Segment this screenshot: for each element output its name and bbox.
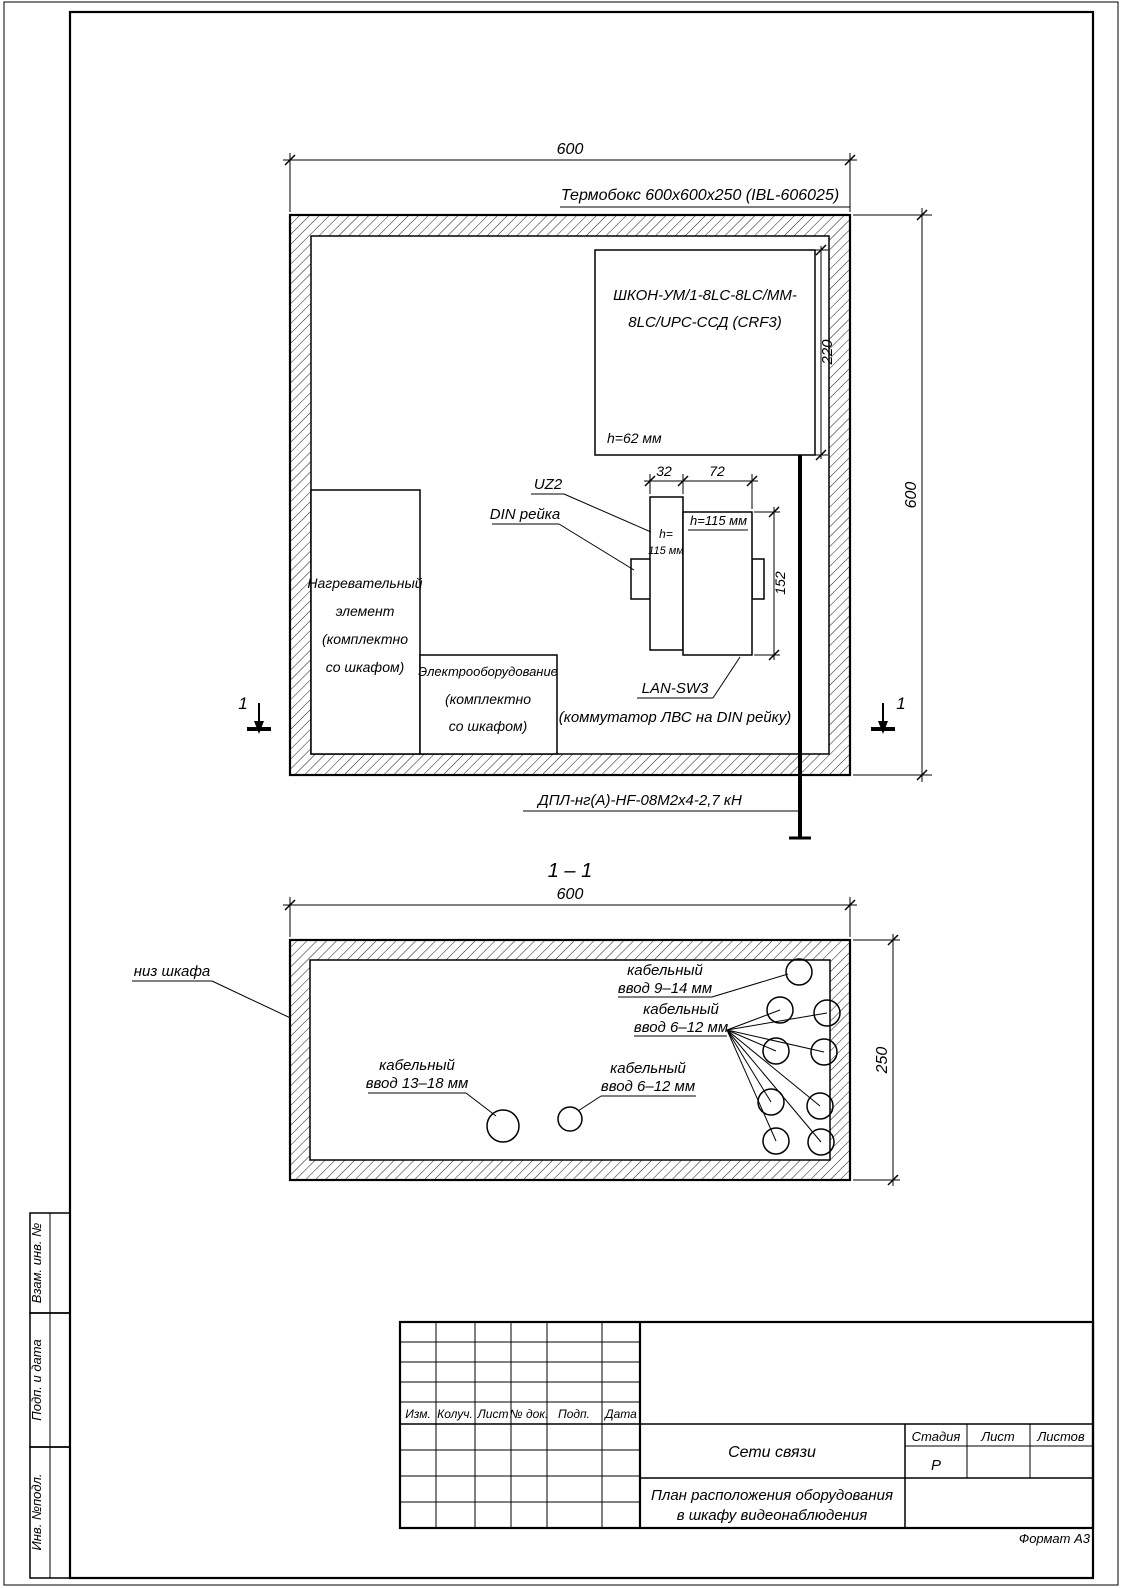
thermobox-label: Термобокс 600x600x250 (IBL-606025) (561, 187, 839, 204)
shkon-box: ШКОН-УМ/1-8LC-8LC/ММ- 8LC/UPC-ССД (CRF3)… (594, 244, 836, 461)
tb-doc-title-line2: в шкафу видеонаблюдения (677, 1507, 868, 1524)
cable-entry-circle (785, 958, 813, 986)
tb-col-podp: Подп. (558, 1407, 590, 1421)
margin-boxes: Взам. инв. № Подп. и дата Инв. №подл. (29, 1212, 71, 1579)
section-leaders (211, 973, 828, 1143)
heater-line2: элемент (336, 603, 395, 619)
heater-line3: (комплектно (322, 631, 408, 647)
tb-sheets-header: Листов (1036, 1429, 1085, 1444)
electro-line2: (комплектно (445, 691, 531, 707)
cable-entry-circle (757, 1088, 785, 1116)
tb-doc-title-line1: План расположения оборудования (651, 1487, 893, 1504)
cable-entry-circle (810, 1038, 838, 1066)
lan-sw3-label: LAN-SW3 (642, 680, 709, 697)
tb-stage-header: Стадия (912, 1429, 961, 1444)
plan-dim-top-value: 600 (557, 141, 584, 158)
cable-entry-circle (806, 1092, 834, 1120)
tb-col-list: Лист (477, 1407, 509, 1421)
dim-152-value: 152 (772, 571, 788, 595)
shkon-line1: ШКОН-УМ/1-8LC-8LC/ММ- (613, 287, 797, 304)
tb-col-data: Дата (603, 1407, 637, 1421)
lan-sw3-sublabel: (коммутатор ЛВС на DIN рейку) (559, 709, 792, 726)
section-dim-top-value: 600 (557, 886, 584, 903)
plan-dim-right: 600 (853, 208, 932, 782)
cable-label: ДПЛ-нг(А)-HF-08М2х4-2,7 кН (536, 792, 742, 809)
entry-6-12a-line2: ввод 6–12 мм (634, 1019, 728, 1036)
margin-label-inv: Инв. №подл. (29, 1473, 44, 1550)
cable-entry-circle (762, 1127, 790, 1155)
margin-label-podp: Подп. и дата (29, 1339, 44, 1420)
electro-line1: Электрооборудование (418, 664, 558, 679)
electro-box: Электрооборудование (комплектно со шкафо… (418, 654, 558, 755)
shkon-height-label: h=62 мм (607, 430, 662, 446)
section-mark-right-digit: 1 (896, 694, 905, 713)
heater-line4: со шкафом) (326, 659, 405, 675)
shkon-dim-value: 220 (819, 339, 836, 366)
section-arrow-left (254, 721, 264, 734)
dim-72-value: 72 (709, 463, 725, 479)
dim-32-value: 32 (656, 463, 672, 479)
entry-6-12b-line1: кабельный (610, 1060, 686, 1077)
lan-sw3-box (682, 511, 753, 656)
heater-box: Нагревательный элемент (комплектно со шк… (307, 489, 423, 755)
din-rail-end-right (751, 558, 765, 600)
section-outer (288, 938, 852, 1182)
cable-entry-circles (486, 958, 841, 1156)
din-label: DIN рейка (490, 506, 560, 523)
page-border (3, 1, 1119, 1586)
section-title: 1 – 1 (548, 860, 592, 882)
lan-height-label: h=115 мм (690, 513, 747, 528)
cable-entry-circle (813, 999, 841, 1027)
section-dim-top: 600 (283, 886, 857, 937)
format-label: Формат А3 (1019, 1531, 1091, 1546)
dim-32-72: 32 72 (644, 463, 758, 509)
cabinet-bottom-label: низ шкафа (134, 963, 211, 980)
electro-line3: со шкафом) (449, 718, 528, 734)
section-mark-right: 1 (871, 694, 906, 734)
tb-col-ndok: № док. (510, 1407, 549, 1421)
plan-dim-top: 600 (283, 141, 857, 212)
dim-152: 152 (754, 506, 788, 661)
uz2-height-label-2: 115 мм (648, 545, 684, 557)
din-rail-end-left (630, 558, 652, 600)
lan-sw3-leader (712, 656, 741, 699)
cable-entry-circle-large (486, 1109, 520, 1143)
entry-9-14-line1: кабельный (627, 962, 703, 979)
cable-entry-circle (807, 1128, 835, 1156)
title-block: Изм. Колуч. Лист № док. Подп. Дата Сети … (398, 1320, 1095, 1530)
cabinet-outer (288, 213, 852, 777)
entry-9-14-line2: ввод 9–14 мм (618, 980, 712, 997)
uz2-label: UZ2 (534, 476, 563, 493)
tb-sheet-header: Лист (980, 1429, 1015, 1444)
plan-view: 600 Термобокс 600x600x250 (IBL-606025) 6… (238, 141, 932, 840)
tb-col-izm: Изм. (405, 1407, 431, 1421)
entry-13-18-line2: ввод 13–18 мм (366, 1075, 469, 1092)
section-view: 1 – 1 600 (132, 860, 900, 1186)
plan-dim-right-value: 600 (903, 482, 920, 509)
section-arrow-right (878, 721, 888, 734)
drawing-frame (68, 10, 1095, 1580)
margin-label-vzam: Взам. инв. № (29, 1223, 44, 1303)
section-mark-left-digit: 1 (238, 694, 247, 713)
din-leader (558, 523, 635, 571)
tb-col-koluch: Колуч. (437, 1407, 473, 1421)
tb-project-name: Сети связи (728, 1444, 816, 1461)
shkon-line2: 8LC/UPC-ССД (CRF3) (628, 314, 781, 331)
cable-entry-circle-small (557, 1106, 583, 1132)
cable-entry-circle (762, 1037, 790, 1065)
tb-stage-value: Р (931, 1457, 941, 1474)
cable-entry-circle (766, 996, 794, 1024)
section-dim-right-value: 250 (874, 1047, 891, 1075)
section-inner (309, 959, 831, 1161)
entry-6-12b-line2: ввод 6–12 мм (601, 1078, 695, 1095)
uz2-box (649, 496, 684, 651)
entry-13-18-line1: кабельный (379, 1057, 455, 1074)
uz2-height-label-1: h= (659, 527, 673, 541)
entry-6-12a-line1: кабельный (643, 1001, 719, 1018)
section-mark-left: 1 (238, 694, 271, 734)
section-dim-right: 250 (853, 934, 900, 1186)
uz2-leader (563, 493, 652, 533)
heater-line1: Нагревательный (307, 575, 422, 591)
